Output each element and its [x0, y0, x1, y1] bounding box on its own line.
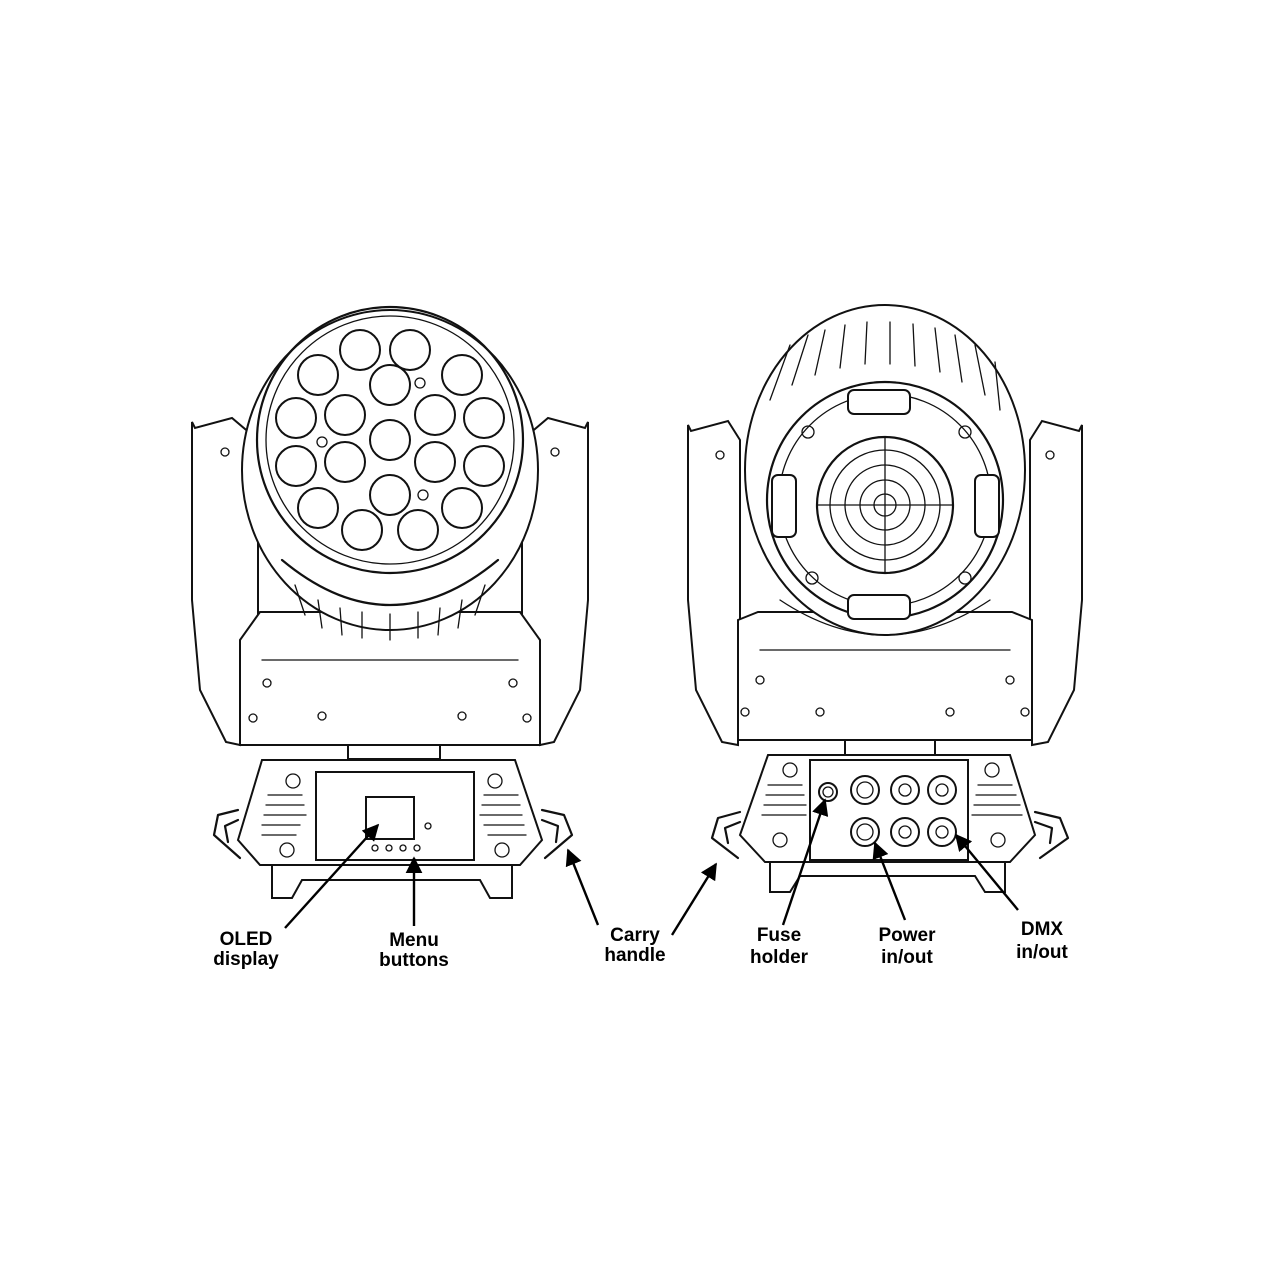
front-yoke-screws: [220, 447, 560, 723]
arrow-power-in-out: [872, 841, 907, 921]
label-fuse-line1: Fuse: [757, 925, 801, 946]
label-menu-line1: Menu: [389, 930, 439, 951]
rear-fan-grill: [815, 435, 955, 575]
oled-display-screen: [365, 796, 415, 840]
label-dmx-line1: DMX: [1021, 919, 1064, 940]
menu-button[interactable]: [413, 844, 421, 852]
front-view-fixture: [191, 305, 589, 899]
label-fuse-line2: holder: [750, 947, 809, 968]
label-carry-line2: handle: [604, 945, 665, 966]
arrow-dmx-in-out: [954, 833, 1019, 911]
front-carry-handle-left[interactable]: [212, 808, 242, 860]
dmx-connectors[interactable]: [890, 775, 957, 847]
label-power-line1: Power: [878, 925, 936, 946]
callout-labels: OLED display Menu buttons Carry handle F…: [213, 919, 1068, 971]
arrow-carry-handle-left: [565, 848, 600, 926]
label-oled-line1: OLED: [220, 929, 273, 950]
front-carry-handle-right[interactable]: [540, 808, 574, 860]
label-oled-line2: display: [213, 949, 279, 970]
rear-yoke-right-arm: [1029, 419, 1083, 747]
label-power-line2: in/out: [881, 947, 933, 968]
arrow-carry-handle-right: [670, 862, 718, 936]
label-carry-line1: Carry: [610, 925, 660, 946]
menu-button[interactable]: [385, 844, 393, 852]
front-led-lenses: [275, 329, 505, 551]
rear-base: [710, 754, 1070, 893]
arrow-oled-display: [284, 823, 380, 929]
rear-carry-handle-right[interactable]: [1033, 810, 1070, 860]
arrow-fuse-holder: [781, 798, 829, 926]
label-dmx-line2: in/out: [1016, 942, 1068, 963]
menu-button[interactable]: [399, 844, 407, 852]
rear-carry-handle-left[interactable]: [710, 810, 742, 860]
rear-head: [744, 304, 1026, 636]
callout-arrows: [284, 798, 1019, 936]
rear-view-fixture: [687, 304, 1083, 893]
power-connectors[interactable]: [850, 775, 880, 847]
fuse-holder[interactable]: [818, 782, 838, 802]
rear-yoke-screws: [715, 450, 1055, 717]
rear-yoke-left-arm: [687, 419, 741, 747]
menu-button[interactable]: [371, 844, 379, 852]
front-yoke-body: [239, 611, 541, 746]
label-menu-line2: buttons: [379, 950, 449, 971]
front-base: [212, 759, 574, 899]
rear-yoke-body: [737, 611, 1033, 741]
